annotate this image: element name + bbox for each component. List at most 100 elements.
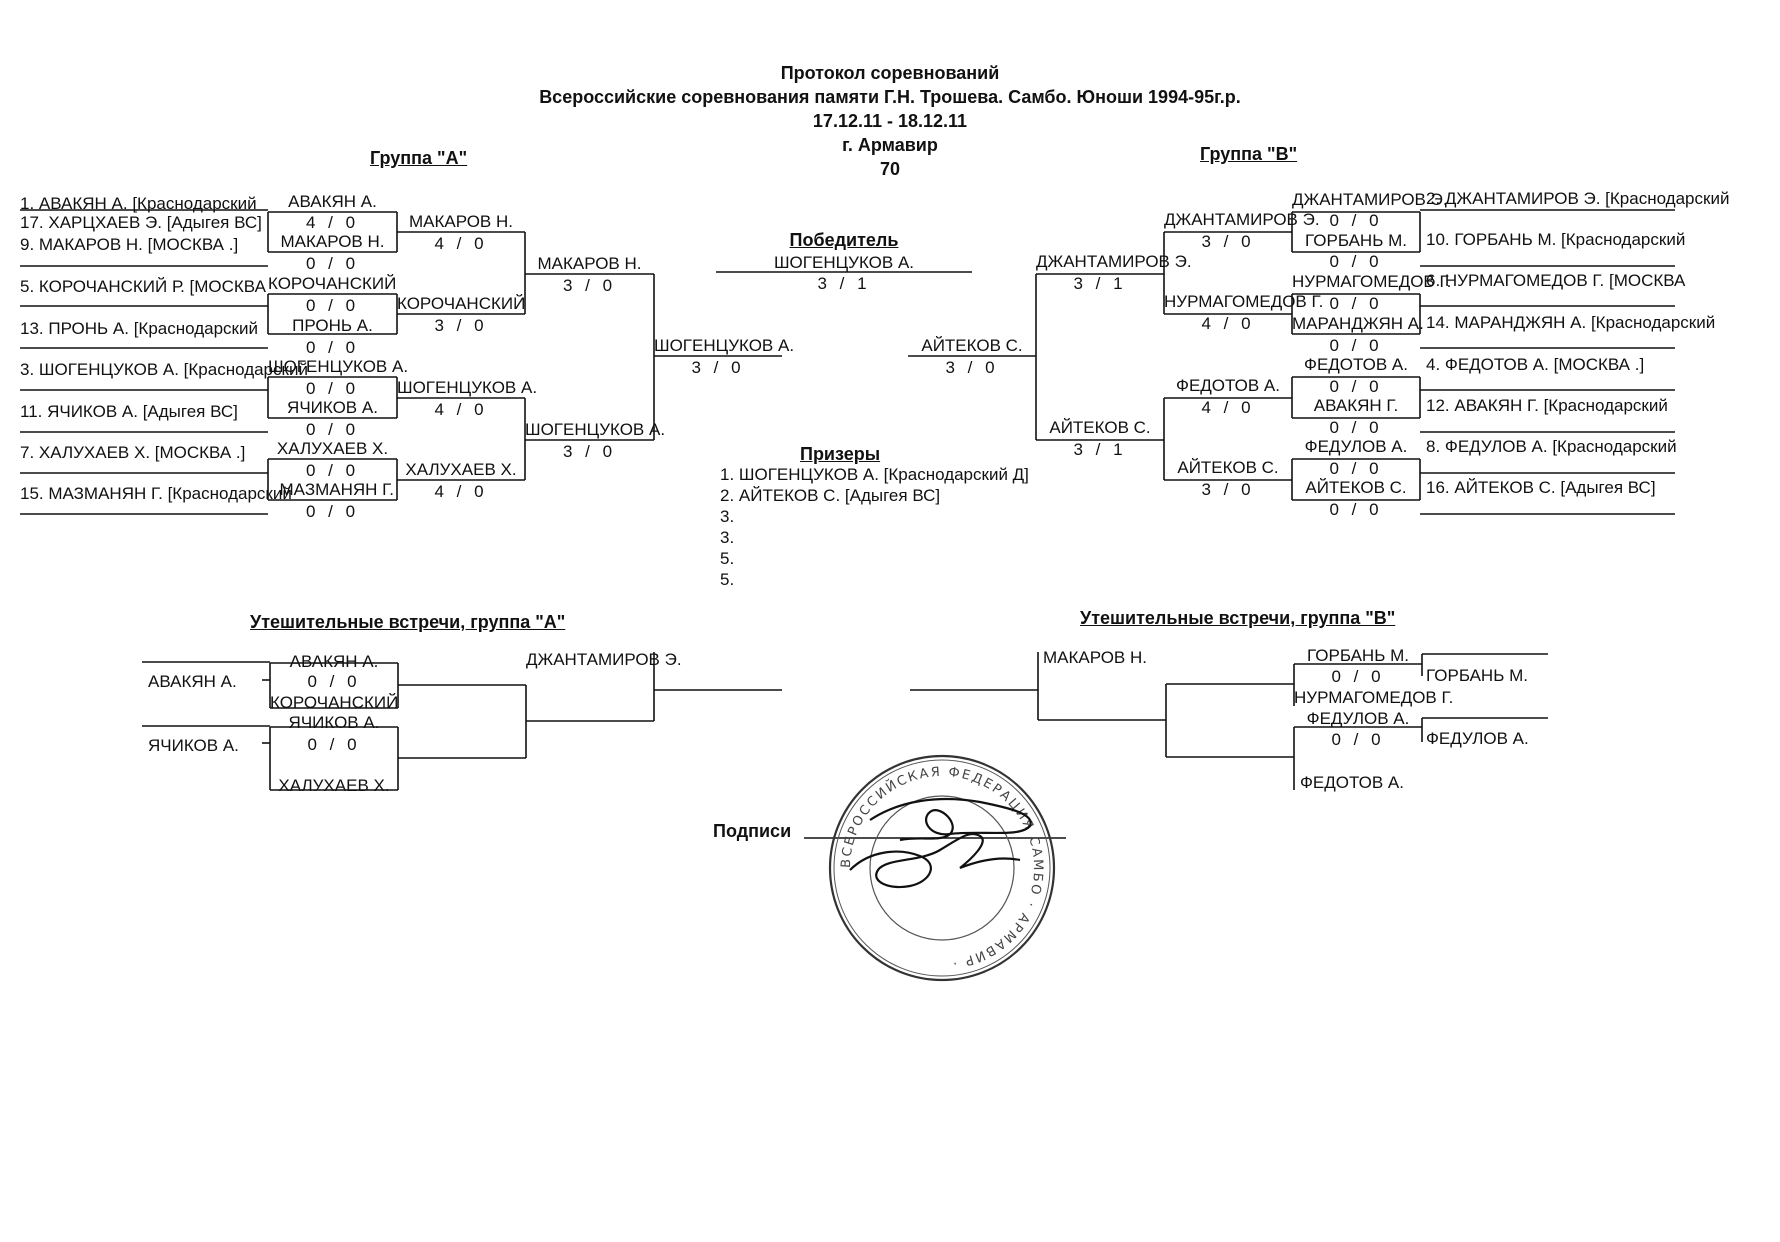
protocol-title: Протокол соревнований xyxy=(780,63,1000,83)
group-a-entrant: 15. МАЗМАНЯН Г. [Краснодарский xyxy=(20,484,292,503)
group-b-r1-name: ФЕДУЛОВ А. xyxy=(1304,437,1408,456)
group-b-r1-score: 0 / 0 xyxy=(1329,336,1383,355)
group-a-r1-score: 0 / 0 xyxy=(305,502,360,521)
group-a-r2-score: 4 / 0 xyxy=(434,400,488,419)
group-a-title: Группа "А" xyxy=(370,148,468,168)
group-a-entrant: 13. ПРОНЬ А. [Краснодарский xyxy=(20,319,258,338)
group-a-entrant: 7. ХАЛУХАЕВ Х. [МОСКВА .] xyxy=(20,443,246,462)
group-b-entrant: 12. АВАКЯН Г. [Краснодарский xyxy=(1426,396,1668,415)
winner-name: ШОГЕНЦУКОВ А. xyxy=(773,253,915,272)
signatures-label: Подписи xyxy=(713,821,792,841)
consolation-b-right: ФЕДУЛОВ А. xyxy=(1426,729,1529,748)
prizes-label: Призеры xyxy=(800,444,881,464)
consolation-a-r1-score: 0 / 0 xyxy=(307,672,361,691)
group-a-entrant: 1. АВАКЯН А. [Краснодарский xyxy=(20,194,257,213)
group-b-r3-score: 3 / 1 xyxy=(1073,440,1127,459)
consolation-a-r1-score: 0 / 0 xyxy=(307,735,361,754)
group-a-r1-name: ШОГЕНЦУКОВ А. xyxy=(268,357,409,376)
group-b-r1-name: ГОРБАНЬ М. xyxy=(1305,231,1407,250)
group-a-r2-score: 3 / 0 xyxy=(434,316,488,335)
winner-label: Победитель xyxy=(789,230,899,250)
group-b-r2-name: НУРМАГОМЕДОВ Г. xyxy=(1164,292,1324,311)
consolation-b-r0-name: МАКАРОВ Н. xyxy=(1043,648,1147,667)
consolation-b-r1-name: ФЕДОТОВ А. xyxy=(1300,773,1404,792)
group-a-r1-score: 4 / 0 xyxy=(305,213,360,232)
prize-item: 3. xyxy=(720,507,735,526)
consolation-b-right: ГОРБАНЬ М. xyxy=(1426,666,1528,685)
signature-icon xyxy=(849,797,1032,889)
group-a-r2-score: 4 / 0 xyxy=(434,482,488,501)
group-b-r3-name: АЙТЕКОВ С. xyxy=(1049,418,1151,437)
consolation-a-left: ЯЧИКОВ А. xyxy=(148,736,239,755)
group-b-entrant: 2. ДЖАНТАМИРОВ Э. [Краснодарский xyxy=(1426,189,1730,208)
group-b-r3-name: ДЖАНТАМИРОВ Э. xyxy=(1036,252,1192,271)
group-a-r1-name: КОРОЧАНСКИЙ xyxy=(268,274,397,293)
group-b-r1-score: 0 / 0 xyxy=(1329,377,1383,396)
group-b-entrant: 16. АЙТЕКОВ С. [Адыгея ВС] xyxy=(1426,478,1656,497)
group-b-r1-name: ФЕДОТОВ А. xyxy=(1304,355,1408,374)
group-b-title: Группа "В" xyxy=(1200,144,1298,164)
group-b-r1-name: ДЖАНТАМИРОВ Э. xyxy=(1292,190,1448,209)
group-b-r3-score: 3 / 1 xyxy=(1073,274,1127,293)
group-a-r1-score: 0 / 0 xyxy=(305,379,360,398)
group-a-r1-score: 0 / 0 xyxy=(305,461,360,480)
consolation-b-r1-name: ГОРБАНЬ М. xyxy=(1307,646,1409,665)
prize-item: 5. xyxy=(720,549,735,568)
group-b-r1-score: 0 / 0 xyxy=(1329,211,1383,230)
consolation-b-r1-score: 0 / 0 xyxy=(1331,667,1385,686)
prize-item: 2. АЙТЕКОВ С. [Адыгея ВС] xyxy=(720,486,941,505)
group-a-r1-name: ЯЧИКОВ А. xyxy=(287,398,378,417)
group-b-entrant: 10. ГОРБАНЬ М. [Краснодарский xyxy=(1426,230,1686,249)
prize-item: 5. xyxy=(720,570,735,589)
group-a-entrant: 3. ШОГЕНЦУКОВ А. [Краснодарский xyxy=(20,360,308,379)
consolation-a-r1-name: АВАКЯН А. xyxy=(289,652,379,671)
group-a-r2-name: ХАЛУХАЕВ Х. xyxy=(405,460,517,479)
group-a-r1-name: МАЗМАНЯН Г. xyxy=(279,480,394,499)
winner-score: 3 / 1 xyxy=(817,274,871,293)
consolation-a-title: Утешительные встречи, группа "А" xyxy=(250,612,566,632)
group-a-r1-name: АВАКЯН А. xyxy=(288,192,377,211)
prize-item: 3. xyxy=(720,528,735,547)
group-b-r2-score: 3 / 0 xyxy=(1201,232,1255,251)
group-b-final-name: АЙТЕКОВ С. xyxy=(921,336,1023,355)
group-b-r1-score: 0 / 0 xyxy=(1329,252,1383,271)
group-b-entrant: 4. ФЕДОТОВ А. [МОСКВА .] xyxy=(1426,355,1645,374)
group-a-entrant: 17. ХАРЦХАЕВ Э. [Адыгея ВС] xyxy=(20,213,262,232)
group-a-r1-score: 0 / 0 xyxy=(305,420,360,439)
group-b-r1-name: АВАКЯН Г. xyxy=(1313,396,1399,415)
group-b-r1-score: 0 / 0 xyxy=(1329,500,1383,519)
consolation-a-r1-name: КОРОЧАНСКИЙ xyxy=(270,693,399,712)
group-a-r1-name: ПРОНЬ А. xyxy=(292,316,373,335)
group-b-r2-name: ФЕДОТОВ А. xyxy=(1176,376,1280,395)
group-a-entrant: 11. ЯЧИКОВ А. [Адыгея ВС] xyxy=(20,402,238,421)
event-name: Всероссийские соревнования памяти Г.Н. Т… xyxy=(539,87,1241,107)
consolation-b-title: Утешительные встречи, группа "В" xyxy=(1080,608,1396,628)
group-a-r1-score: 0 / 0 xyxy=(305,338,360,357)
event-city: г. Армавир xyxy=(842,135,938,155)
consolation-b-r1-name: ФЕДУЛОВ А. xyxy=(1306,709,1410,728)
group-b-r2-name: АЙТЕКОВ С. xyxy=(1177,458,1279,477)
group-a-r1-score: 0 / 0 xyxy=(305,296,360,315)
group-b-r1-score: 0 / 0 xyxy=(1329,418,1383,437)
prize-item: 1. ШОГЕНЦУКОВ А. [Краснодарский Д] xyxy=(720,465,1029,484)
group-a-r3-name: ШОГЕНЦУКОВ А. xyxy=(525,420,666,439)
group-a-r3-score: 3 / 0 xyxy=(562,442,617,461)
group-a-r1-name: МАКАРОВ Н. xyxy=(280,232,385,251)
group-b-r1-name: МАРАНДЖЯН А. xyxy=(1292,314,1424,333)
group-b-r2-name: ДЖАНТАМИРОВ Э. xyxy=(1164,210,1320,229)
consolation-a-r1-name: ЯЧИКОВ А. xyxy=(288,713,380,732)
weight-class: 70 xyxy=(879,159,901,179)
group-b-r2-score: 4 / 0 xyxy=(1201,398,1255,417)
group-a-r1-score: 0 / 0 xyxy=(305,254,360,273)
group-a-r2-name: ШОГЕНЦУКОВ А. xyxy=(397,378,538,397)
group-b-r2-score: 4 / 0 xyxy=(1201,314,1255,333)
consolation-b-r1-name: НУРМАГОМЕДОВ Г. xyxy=(1294,688,1454,707)
group-b-entrant: 6. НУРМАГОМЕДОВ Г. [МОСКВА xyxy=(1426,271,1686,290)
consolation-a-left: АВАКЯН А. xyxy=(148,672,237,691)
group-b-final-score: 3 / 0 xyxy=(945,358,999,377)
group-a-r2-name: КОРОЧАНСКИЙ xyxy=(397,294,526,313)
group-b-r1-name: НУРМАГОМЕДОВ Г. xyxy=(1292,272,1452,291)
group-a-final-name: ШОГЕНЦУКОВ А. xyxy=(654,336,795,355)
